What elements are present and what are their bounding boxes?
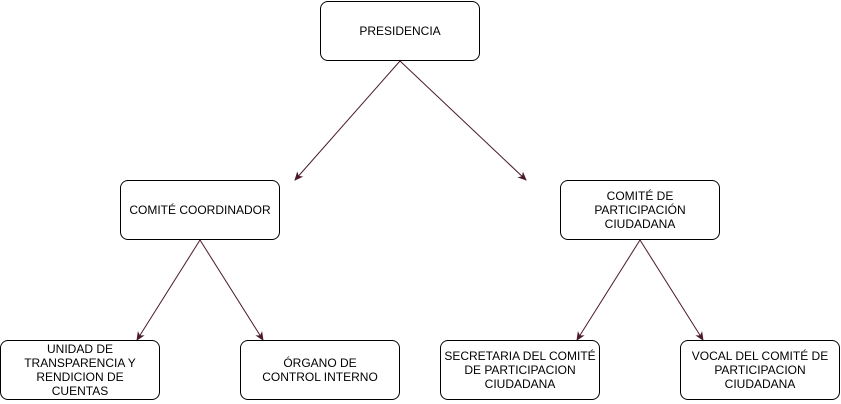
node-secretaria: SECRETARIA DEL COMITÉ DE PARTICIPACION C… xyxy=(440,340,600,400)
edge-partic-to-vocal xyxy=(639,239,704,341)
node-unidad-transparencia: UNIDAD DE TRANSPARENCIA Y RENDICION DE C… xyxy=(0,340,160,400)
node-presidencia-label: PRESIDENCIA xyxy=(359,24,441,38)
node-comite-participacion: COMITÉ DE PARTICIPACIÓN CIUDADANA xyxy=(560,180,720,240)
node-organo-control-label: ÓRGANO DE CONTROL INTERNO xyxy=(262,356,378,384)
edge-root-to-coord xyxy=(294,60,401,181)
edge-coord-to-organo xyxy=(199,239,264,341)
node-organo-control: ÓRGANO DE CONTROL INTERNO xyxy=(240,340,400,400)
node-unidad-transparencia-label: UNIDAD DE TRANSPARENCIA Y RENDICION DE C… xyxy=(24,342,136,398)
edge-root-to-partic xyxy=(399,60,527,181)
edge-coord-to-unidad xyxy=(136,239,201,341)
node-comite-coordinador: COMITÉ COORDINADOR xyxy=(120,180,280,240)
node-presidencia: PRESIDENCIA xyxy=(320,1,480,61)
node-vocal-label: VOCAL DEL COMITÉ DE PARTICIPACION CIUDAD… xyxy=(691,349,829,391)
node-comite-coordinador-label: COMITÉ COORDINADOR xyxy=(129,203,271,217)
node-comite-participacion-label: COMITÉ DE PARTICIPACIÓN CIUDADANA xyxy=(594,189,686,231)
node-secretaria-label: SECRETARIA DEL COMITÉ DE PARTICIPACION C… xyxy=(444,349,596,391)
node-vocal: VOCAL DEL COMITÉ DE PARTICIPACION CIUDAD… xyxy=(680,340,840,400)
edge-partic-to-secr xyxy=(576,239,641,341)
